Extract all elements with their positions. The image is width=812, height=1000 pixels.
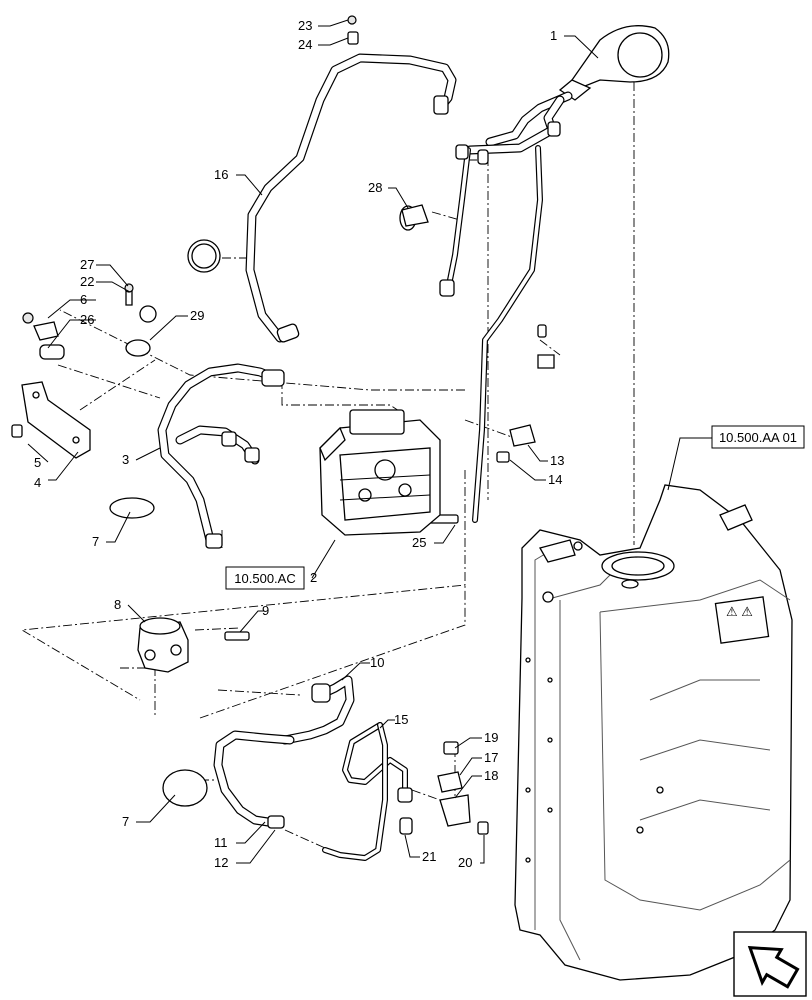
callout-29: 29	[190, 308, 204, 323]
callout-21: 21	[422, 849, 436, 864]
callout-23: 23	[298, 18, 312, 33]
callout-24: 24	[298, 37, 312, 52]
callout-4: 4	[34, 475, 41, 490]
svg-text:⚠ ⚠: ⚠ ⚠	[726, 604, 753, 619]
supply-module	[319, 409, 441, 536]
callout-22: 22	[80, 274, 94, 289]
callout-8: 8	[114, 597, 121, 612]
ref-tank-label: 10.500.AA 01	[719, 430, 797, 445]
callout-17: 17	[484, 750, 498, 765]
valve-8	[137, 617, 189, 673]
callout-26: 26	[80, 312, 94, 327]
callout-numbers: 1 2 3 4 5 6 7 7 8 9 10 11 12 13 14 15 16…	[34, 18, 564, 870]
hose-clamps	[109, 205, 417, 807]
filler-neck	[465, 25, 670, 155]
hose-3	[157, 363, 285, 549]
callout-7b: 7	[122, 814, 129, 829]
callout-1: 1	[550, 28, 557, 43]
callout-2: 2	[310, 570, 317, 585]
clips	[401, 204, 536, 447]
callout-14: 14	[548, 472, 562, 487]
tank-bolt-holes	[525, 657, 664, 863]
callout-10: 10	[370, 655, 384, 670]
callout-16: 16	[214, 167, 228, 182]
callout-20: 20	[458, 855, 472, 870]
callout-18: 18	[484, 768, 498, 783]
ref-box-module[interactable]: 10.500.AC	[225, 566, 305, 590]
bracket-4	[21, 381, 91, 459]
callout-15: 15	[394, 712, 408, 727]
callout-11: 11	[214, 835, 228, 850]
fuel-tank: ⚠ ⚠	[514, 484, 793, 981]
hose-16	[245, 53, 457, 343]
callout-leaders	[27, 19, 599, 864]
ref-module-label: 10.500.AC	[234, 571, 295, 586]
tube-15	[322, 722, 413, 861]
hose-10-11	[213, 675, 355, 829]
callout-27: 27	[80, 257, 94, 272]
callout-6: 6	[80, 292, 87, 307]
callout-28: 28	[368, 180, 382, 195]
callout-19: 19	[484, 730, 498, 745]
vent-lines	[439, 121, 561, 523]
arrow-navigation-icon[interactable]	[733, 931, 807, 997]
callout-25: 25	[412, 535, 426, 550]
callout-7a: 7	[92, 534, 99, 549]
callout-5: 5	[34, 455, 41, 470]
ref-box-tank[interactable]: 10.500.AA 01	[667, 425, 805, 491]
callout-12: 12	[214, 855, 228, 870]
callout-13: 13	[550, 453, 564, 468]
fasteners	[11, 15, 555, 835]
callout-3: 3	[122, 452, 129, 467]
bracket-18	[437, 771, 471, 827]
callout-9: 9	[262, 603, 269, 618]
